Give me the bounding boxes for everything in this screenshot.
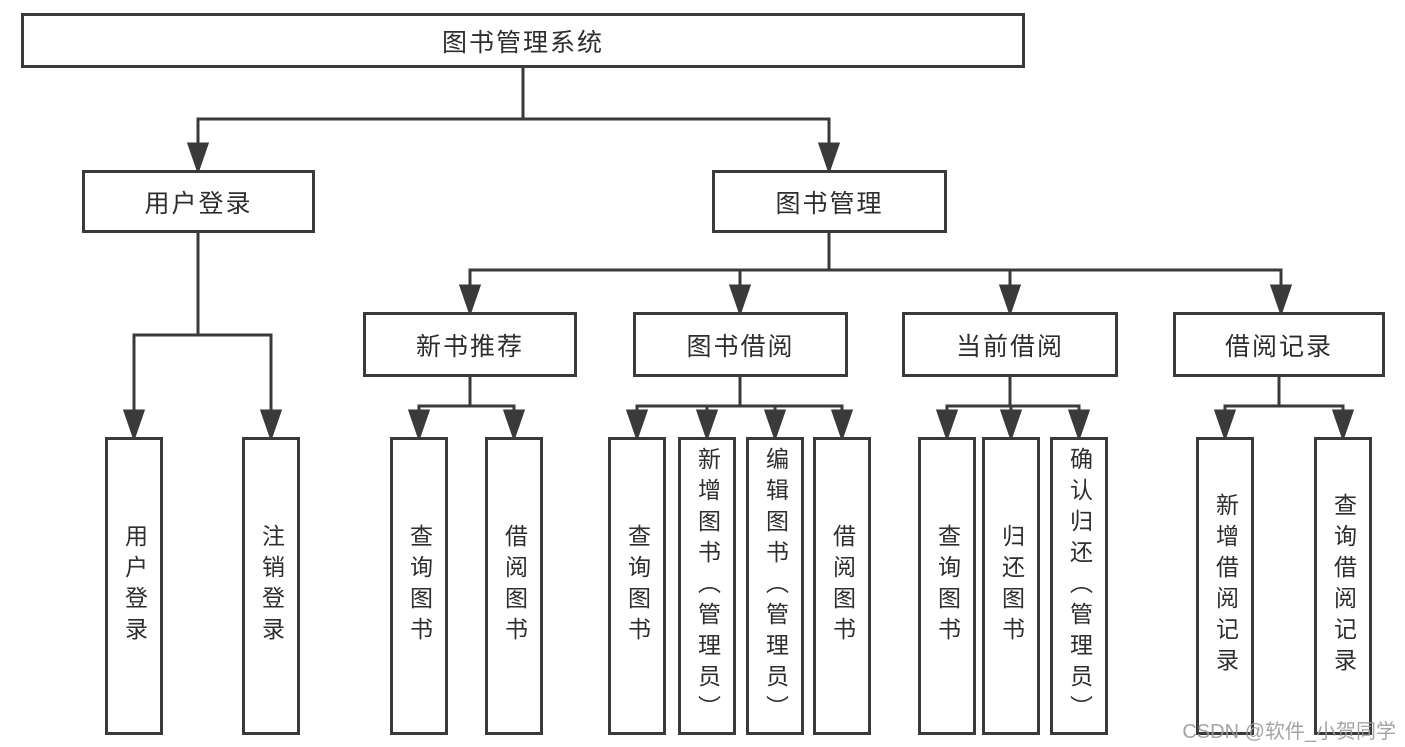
leaf-borrow-books: 借阅图书 xyxy=(813,437,871,735)
connector-section-borrow xyxy=(625,375,854,442)
leaf-rec-query-books: 查询图书 xyxy=(390,437,448,735)
leaf-return-books: 归还图书 xyxy=(982,437,1040,735)
arrowhead-icon xyxy=(935,409,959,442)
leaf-query-borrow-record: 查询借阅记录 xyxy=(1314,437,1372,735)
node-new-book-recommend-label: 新书推荐 xyxy=(415,332,524,361)
connector-section-current xyxy=(935,375,1091,442)
leaf-borrow-query-books: 查询图书 xyxy=(608,437,666,735)
arrowhead-icon xyxy=(1331,409,1355,442)
connector-user-branch xyxy=(122,231,283,442)
leaf-add-borrow-record: 新增借阅记录 xyxy=(1196,437,1254,735)
connector-section-new-book xyxy=(407,375,526,442)
node-borrow-records: 借阅记录 xyxy=(1173,312,1385,377)
arrowhead-icon xyxy=(1067,409,1091,442)
arrowhead-icon xyxy=(763,409,787,442)
leaf-current-query-books: 查询图书 xyxy=(918,437,976,735)
connector-root-to-level2 xyxy=(186,66,841,175)
arrowhead-icon xyxy=(407,409,431,442)
node-root: 图书管理系统 xyxy=(21,13,1025,68)
node-user-login-branch-label: 用户登录 xyxy=(144,189,253,218)
csdn-watermark: CSDN @软件_小贺同学 xyxy=(1182,721,1396,743)
node-current-borrowing-label: 当前借阅 xyxy=(955,332,1064,361)
leaf-add-books-admin: 新增图书（管理员） xyxy=(678,437,736,735)
leaf-add-books-admin-label: 新增图书（管理员） xyxy=(694,446,721,726)
leaf-logout-label: 注销登录 xyxy=(258,524,285,648)
node-root-label: 图书管理系统 xyxy=(441,28,604,57)
node-user-login-branch: 用户登录 xyxy=(82,170,315,233)
node-current-borrowing: 当前借阅 xyxy=(902,312,1118,377)
leaf-current-query-books-label: 查询图书 xyxy=(934,524,961,648)
leaf-logout: 注销登录 xyxy=(242,437,300,735)
arrowhead-icon xyxy=(695,409,719,442)
connector-section-records xyxy=(1213,375,1355,442)
arrowhead-icon xyxy=(830,409,854,442)
leaf-rec-borrow-books: 借阅图书 xyxy=(485,437,543,735)
arrowhead-icon xyxy=(458,284,482,317)
leaf-confirm-return-admin-label: 确认归还（管理员） xyxy=(1066,446,1093,726)
leaf-rec-query-books-label: 查询图书 xyxy=(406,524,433,648)
arrowhead-icon xyxy=(625,409,649,442)
leaf-confirm-return-admin: 确认归还（管理员） xyxy=(1050,437,1108,735)
arrowhead-icon xyxy=(186,142,210,175)
leaf-rec-borrow-books-label: 借阅图书 xyxy=(501,524,528,648)
leaf-borrow-query-books-label: 查询图书 xyxy=(624,524,651,648)
leaf-return-books-label: 归还图书 xyxy=(998,524,1025,648)
node-book-management-label: 图书管理 xyxy=(775,189,884,218)
arrowhead-icon xyxy=(1269,284,1293,317)
leaf-query-borrow-record-label: 查询借阅记录 xyxy=(1330,493,1357,679)
leaf-edit-books-admin: 编辑图书（管理员） xyxy=(746,437,804,735)
arrowhead-icon xyxy=(502,409,526,442)
connector-book-branch xyxy=(458,231,1293,317)
arrowhead-icon xyxy=(122,409,146,442)
arrowhead-icon xyxy=(817,142,841,175)
arrowhead-icon xyxy=(1213,409,1237,442)
node-book-borrowing: 图书借阅 xyxy=(633,312,848,377)
leaf-user-login-label: 用户登录 xyxy=(121,524,148,648)
arrowhead-icon xyxy=(728,284,752,317)
arrowhead-icon xyxy=(998,284,1022,317)
leaf-add-borrow-record-label: 新增借阅记录 xyxy=(1212,493,1239,679)
leaf-edit-books-admin-label: 编辑图书（管理员） xyxy=(762,446,789,726)
arrowhead-icon xyxy=(999,409,1023,442)
node-new-book-recommend: 新书推荐 xyxy=(363,312,577,377)
node-borrow-records-label: 借阅记录 xyxy=(1224,332,1333,361)
arrowhead-icon xyxy=(259,409,283,442)
leaf-user-login: 用户登录 xyxy=(105,437,163,735)
node-book-borrowing-label: 图书借阅 xyxy=(686,332,795,361)
node-book-management: 图书管理 xyxy=(712,170,947,233)
leaf-borrow-books-label: 借阅图书 xyxy=(829,524,856,648)
